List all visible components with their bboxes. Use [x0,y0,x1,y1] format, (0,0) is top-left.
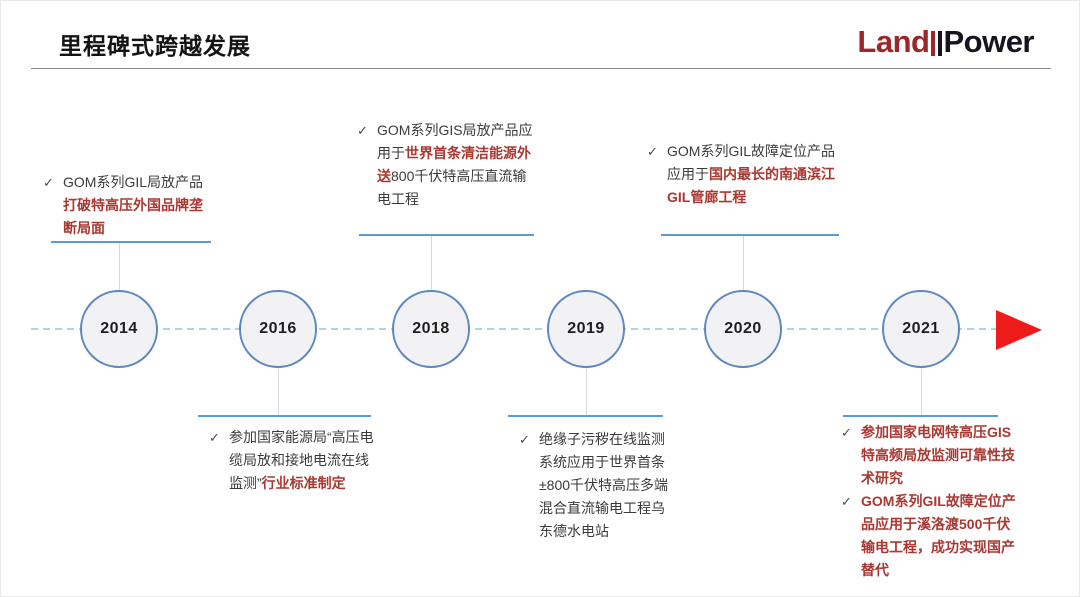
timeline-node-2019: 2019 [547,290,625,368]
check-icon: ✓ [43,175,54,190]
milestone-note-2016: ✓ 参加国家能源局“高压电缆局放和接地电流在线监测”行业标准制定 [209,426,377,495]
note-text-emphasis: 世界首条清洁能源外送 [377,145,531,184]
timeline-node-2018: 2018 [392,290,470,368]
milestone-note-2021: ✓ 参加国家电网特高压GIS特高频局放监测可靠性技术研究 ✓ GOM系列GIL故… [841,421,1016,582]
note-underline-2016 [198,415,371,417]
check-icon: ✓ [357,123,368,138]
note-text: GOM系列GIS局放产品应用于 [377,122,533,161]
year-label: 2021 [902,320,940,337]
timeline-node-2014: 2014 [80,290,158,368]
header-divider [31,68,1051,69]
year-label: 2018 [412,320,450,337]
logo-land-text: Land [857,24,930,59]
note-text-emphasis: 打破特高压外国品牌垄断局面 [63,197,203,236]
year-label: 2020 [724,320,762,337]
note-text: 参加国家能源局“高压电缆局放和接地电流在线监测” [229,429,374,491]
note-text: 800千伏特高压直流输电工程 [377,168,527,207]
logo-bar-icon [931,31,936,56]
check-icon: ✓ [647,144,658,159]
note-underline-2020 [661,234,839,236]
note-text-emphasis: 参加国家电网特高压GIS特高频局放监测可靠性技术研究 [861,424,1015,486]
note-underline-2019 [508,415,663,417]
connector-2019 [586,369,587,415]
milestone-note-2018: ✓ GOM系列GIS局放产品应用于世界首条清洁能源外送800千伏特高压直流输电工… [357,119,539,211]
year-label: 2014 [100,320,138,337]
timeline-axis [31,328,996,330]
connector-2020 [743,236,744,290]
right-arrow-icon [996,310,1042,350]
page-title: 里程碑式跨越发展 [59,33,251,59]
note-text-emphasis: GOM系列GIL故障定位产品应用于溪洛渡500千伏输电工程，成功实现国产替代 [861,493,1016,578]
check-icon: ✓ [841,425,852,440]
check-icon: ✓ [209,430,220,445]
landpower-logo: Land Power [857,24,1034,59]
timeline-node-2016: 2016 [239,290,317,368]
connector-2016 [278,369,279,415]
note-item: ✓ 参加国家电网特高压GIS特高频局放监测可靠性技术研究 [841,421,1016,490]
note-item: ✓ GOM系列GIS局放产品应用于世界首条清洁能源外送800千伏特高压直流输电工… [357,119,539,211]
milestone-note-2019: ✓ 绝缘子污秽在线监测系统应用于世界首条±800千伏特高压多端混合直流输电工程乌… [519,428,677,543]
note-text-emphasis: 行业标准制定 [261,475,346,491]
milestone-note-2020: ✓ GOM系列GIL故障定位产品应用于国内最长的南通滨江GIL管廊工程 [647,140,845,209]
milestone-note-2014: ✓ GOM系列GIL局放产品打破特高压外国品牌垄断局面 [43,171,215,240]
note-item: ✓ GOM系列GIL局放产品打破特高压外国品牌垄断局面 [43,171,215,240]
note-text: 绝缘子污秽在线监测系统应用于世界首条±800千伏特高压多端混合直流输电工程乌东德… [539,431,669,539]
note-item: ✓ 绝缘子污秽在线监测系统应用于世界首条±800千伏特高压多端混合直流输电工程乌… [519,428,677,543]
logo-power-text: Power [943,24,1034,59]
note-text-emphasis: 国内最长的南通滨江GIL管廊工程 [667,166,835,205]
note-item: ✓ 参加国家能源局“高压电缆局放和接地电流在线监测”行业标准制定 [209,426,377,495]
check-icon: ✓ [841,494,852,509]
year-label: 2016 [259,320,297,337]
year-label: 2019 [567,320,605,337]
connector-2021 [921,369,922,415]
connector-2018 [431,236,432,290]
timeline-node-2020: 2020 [704,290,782,368]
note-underline-2021 [843,415,998,417]
note-text: GOM系列GIL局放产品 [63,174,204,190]
note-text: GOM系列GIL故障定位产品应用于 [667,143,836,182]
check-icon: ✓ [519,432,530,447]
timeline-node-2021: 2021 [882,290,960,368]
note-underline-2018 [359,234,534,236]
note-item: ✓ GOM系列GIL故障定位产品应用于溪洛渡500千伏输电工程，成功实现国产替代 [841,490,1016,582]
connector-2014 [119,243,120,290]
note-underline-2014 [51,241,211,243]
note-item: ✓ GOM系列GIL故障定位产品应用于国内最长的南通滨江GIL管廊工程 [647,140,845,209]
logo-bar-icon [938,31,943,56]
